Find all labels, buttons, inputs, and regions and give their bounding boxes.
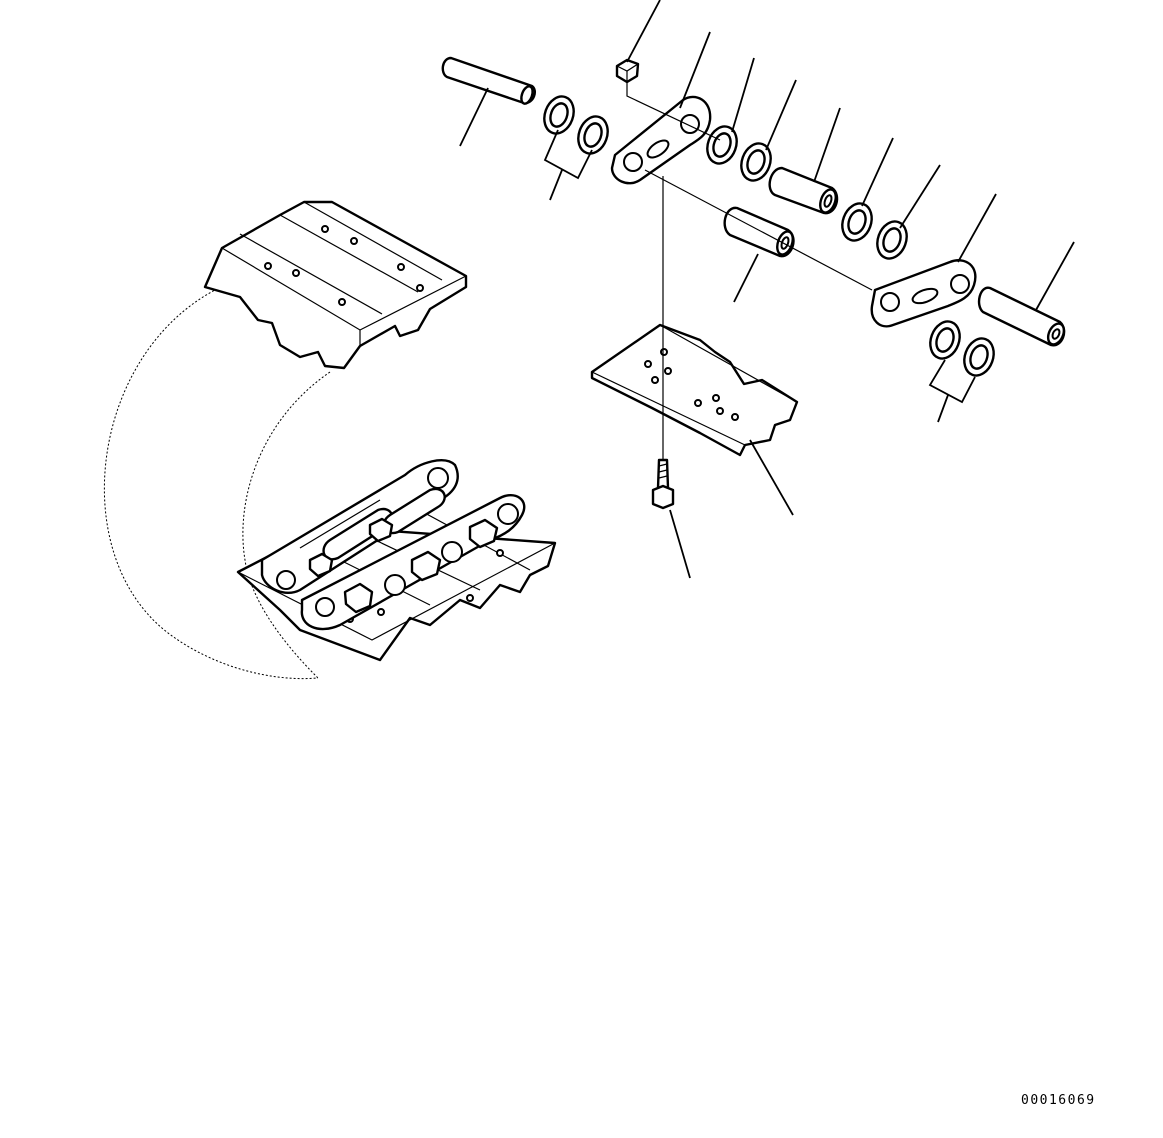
bushing-lower xyxy=(723,206,795,258)
master-pin-lower xyxy=(977,286,1066,347)
track-shoe-single xyxy=(590,323,799,457)
seal-ring-pair-upper xyxy=(543,95,609,155)
track-assembly xyxy=(236,459,557,662)
assembly-center-lines xyxy=(626,82,873,460)
bushing-upper xyxy=(768,166,839,215)
track-shoe-top xyxy=(203,200,468,370)
drawing-code: 00016069 xyxy=(1021,1093,1096,1108)
master-pin-upper xyxy=(441,56,536,105)
seal-ring-pair-right xyxy=(841,202,908,260)
leader-lines xyxy=(459,0,1075,579)
master-link-left xyxy=(610,95,712,185)
master-link-nut xyxy=(615,58,640,84)
seal-ring-pair-lower xyxy=(929,320,995,377)
shoe-bolt xyxy=(651,458,675,510)
seal-ring-pair-middle xyxy=(706,125,772,182)
track-belt-outline xyxy=(104,281,331,680)
master-link-right xyxy=(870,259,977,328)
